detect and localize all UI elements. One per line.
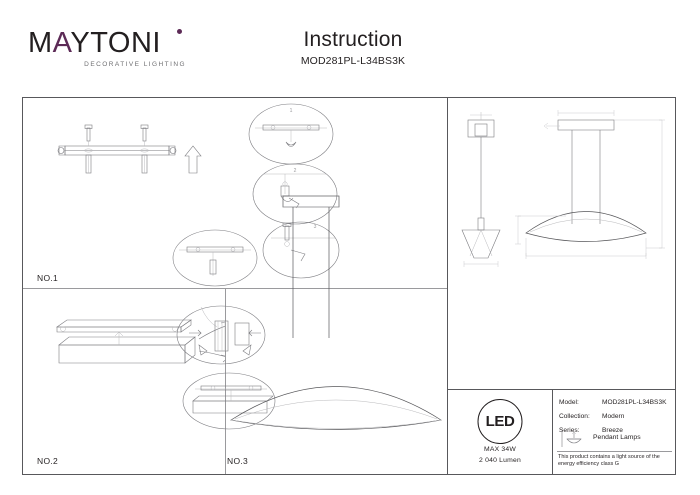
- brand-wordmark: MAYTONI: [28, 27, 161, 59]
- step1-label: NO.1: [37, 273, 59, 283]
- logo-dot-icon: [177, 29, 182, 34]
- step1-detail-callout-3: 3: [262, 221, 340, 279]
- step2-diagram: [56, 319, 225, 364]
- page-header: MAYTONI DECORATIVE LIGHTING Instruction …: [0, 0, 700, 92]
- step2-step3-divider: [225, 288, 226, 474]
- step2-detail-callout-2: [182, 372, 276, 430]
- frame-main-divider: [447, 98, 448, 474]
- luminous-flux-label: 2 040 Lumen: [479, 457, 521, 464]
- maytoni-logo: MAYTONI DECORATIVE LIGHTING: [28, 28, 188, 74]
- svg-text:2: 2: [294, 168, 297, 174]
- spec-key-series: Series:: [559, 427, 580, 434]
- svg-text:3: 3: [314, 224, 317, 230]
- led-badge-label: LED: [485, 413, 515, 430]
- spec-value-series: Breeze: [602, 427, 623, 434]
- step1-detail-callout-1: 1: [248, 103, 334, 165]
- left-pane: 1 2: [23, 98, 447, 474]
- step2-detail-callouts: [176, 305, 276, 430]
- technical-drawing: [461, 110, 665, 267]
- spec-list: Model: MOD281PL-L34BS3K Collection: Mode…: [553, 390, 676, 474]
- energy-efficiency-note: This product contains a light source of …: [558, 454, 660, 468]
- spec-value-model: MOD281PL-L34BS3K: [602, 399, 667, 406]
- step3-suspension: [282, 195, 340, 338]
- spec-key-collection: Collection:: [559, 413, 590, 420]
- title-block: Instruction MOD281PL-L34BS3K: [258, 27, 448, 67]
- spec-value-category: Pendant Lamps: [593, 434, 641, 441]
- spec-key-model: Model:: [559, 399, 579, 406]
- right-pane: LED MAX 34W 2 040 Lumen Model: MOD281PL-…: [448, 98, 676, 474]
- front-view-drawing: [515, 110, 665, 259]
- svg-text:1: 1: [290, 108, 293, 114]
- led-badge-icon: LED: [477, 399, 523, 444]
- lamp-body-iso: [56, 319, 196, 364]
- efficiency-divider: [557, 451, 672, 452]
- side-view-drawing: [461, 112, 501, 267]
- step3-label: NO.3: [227, 456, 249, 466]
- step2-label: NO.2: [37, 456, 59, 466]
- diagram-frame: 1 2: [22, 97, 676, 475]
- step1-divider: [23, 288, 447, 289]
- spec-value-collection: Modern: [602, 413, 625, 420]
- led-info-section: LED MAX 34W 2 040 Lumen: [448, 390, 552, 474]
- product-pendant-lamp-front-view: [230, 386, 442, 430]
- step3-diagram: [230, 386, 442, 430]
- canopy-and-cables: [282, 195, 340, 338]
- brand-tagline: DECORATIVE LIGHTING: [84, 61, 186, 68]
- max-power-label: MAX 34W: [484, 446, 516, 453]
- product-info-block: LED MAX 34W 2 040 Lumen Model: MOD281PL-…: [448, 389, 676, 474]
- step2-detail-callout-1: [176, 305, 266, 365]
- info-block-divider: [552, 390, 553, 474]
- page-title: Instruction: [303, 28, 403, 51]
- step1-detail-callout-4: [172, 229, 258, 287]
- page-model-code: MOD281PL-L34BS3K: [300, 55, 406, 67]
- pendant-lamp-icon: [561, 430, 582, 447]
- mounting-bracket-assembly: [57, 124, 202, 174]
